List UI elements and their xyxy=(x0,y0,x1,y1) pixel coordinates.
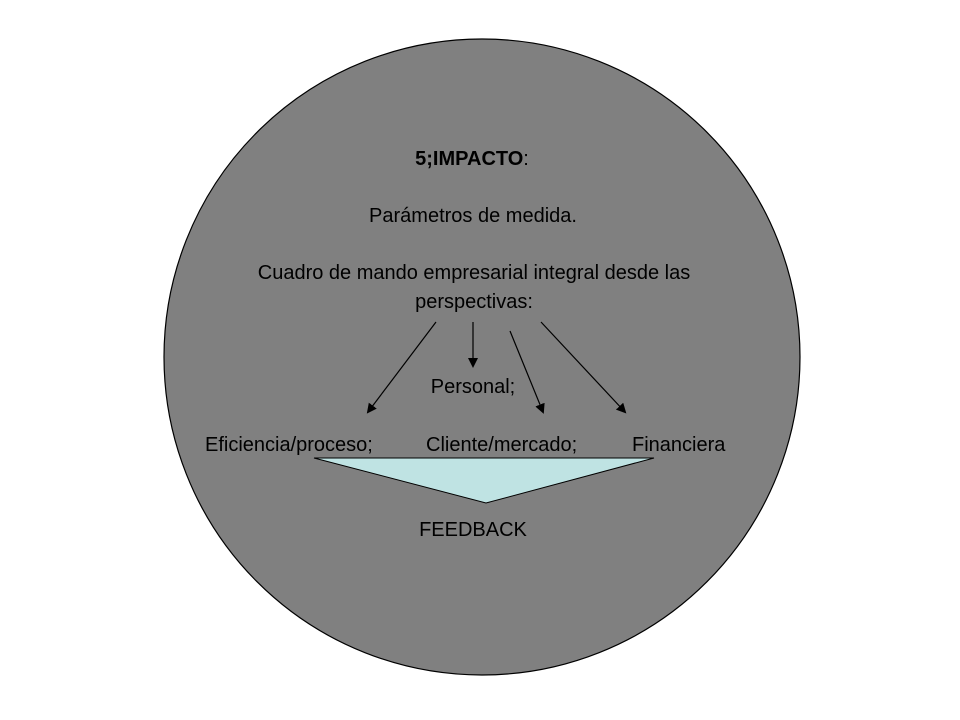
perspective-personal: Personal; xyxy=(430,376,516,398)
parametros-text: Parámetros de medida. xyxy=(369,205,577,227)
arrow-to-eficiencia xyxy=(366,321,437,414)
cuadro-text-line1: Cuadro de mando empresarial integral des… xyxy=(257,262,691,284)
impact-title-bold: 5;IMPACTO xyxy=(415,148,524,170)
perspective-cliente: Cliente/mercado; xyxy=(426,434,578,456)
impact-title: 5;IMPACTO: xyxy=(415,147,529,171)
feedback-label: FEEDBACK xyxy=(419,519,527,541)
impact-title-colon: : xyxy=(523,148,529,170)
perspective-financiera: Financiera xyxy=(632,434,726,456)
arrow-to-financiera xyxy=(540,321,627,414)
perspective-eficiencia: Eficiencia/proceso; xyxy=(205,434,373,456)
feedback-triangle xyxy=(313,457,655,504)
arrow-to-cliente xyxy=(509,330,545,414)
cuadro-text-line2: perspectivas: xyxy=(415,291,533,313)
impact-circle xyxy=(163,38,801,676)
